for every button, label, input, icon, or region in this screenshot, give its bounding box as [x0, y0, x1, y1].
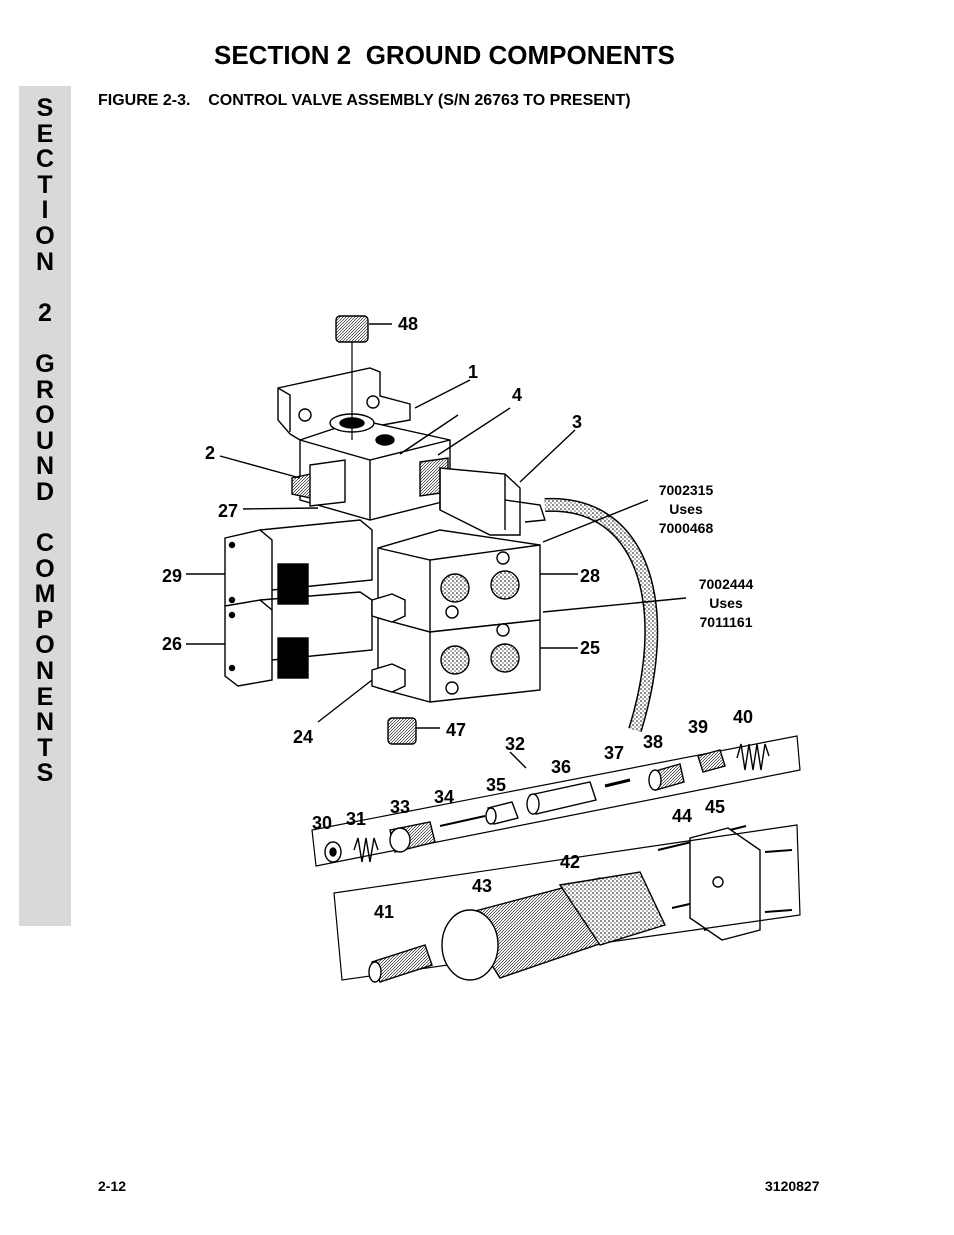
section-title: SECTION 2 GROUND COMPONENTS: [214, 40, 675, 70]
callout-26: 26: [162, 634, 182, 654]
callout-4: 4: [512, 385, 522, 405]
callout-29: 29: [162, 566, 182, 586]
side-tab-letter: N: [35, 452, 55, 481]
callout-34: 34: [434, 787, 454, 807]
side-tab-letter: C: [35, 145, 55, 174]
callout-3: 3: [572, 412, 582, 432]
callout-28: 28: [580, 566, 600, 586]
callout-37: 37: [604, 743, 624, 763]
note2-line3: 7011161: [700, 614, 753, 630]
callout-36: 36: [551, 757, 571, 777]
callout-2: 2: [205, 443, 215, 463]
side-tab-letter: T: [37, 733, 53, 762]
side-tab-letter: N: [35, 708, 55, 737]
side-tab-letter: 2: [38, 298, 52, 327]
figure-caption: FIGURE 2-3. CONTROL VALVE ASSEMBLY (S/N …: [98, 92, 631, 109]
note1-line3: 7000468: [659, 520, 714, 536]
callout-43: 43: [472, 876, 492, 896]
callout-38: 38: [643, 732, 663, 752]
callout-30: 30: [312, 813, 332, 833]
callout-31: 31: [346, 809, 366, 829]
side-tab-letter: S: [36, 94, 54, 122]
side-tab-letter: R: [35, 375, 55, 404]
side-tab-letter: T: [37, 170, 53, 199]
document-number: 3120827: [765, 1178, 820, 1194]
callout-40: 40: [733, 707, 753, 727]
side-tab-letter: N: [35, 657, 55, 686]
side-tab-letter: G: [35, 349, 55, 378]
callout-27: 27: [218, 501, 238, 521]
side-tab-letter: P: [36, 605, 54, 634]
note1-line2: Uses: [669, 501, 703, 517]
side-tab-letter: O: [35, 221, 55, 250]
note2-line2: Uses: [709, 595, 743, 611]
note1-line1: 7002315: [659, 482, 714, 498]
callout-47: 47: [446, 720, 466, 740]
callout-45: 45: [705, 797, 725, 817]
side-tab-letter: E: [36, 682, 54, 711]
callout-24: 24: [293, 727, 313, 747]
exploded-parts-drawing: [311, 735, 801, 983]
part-number-notes: 7002315 Uses 7000468 7002444 Uses 701116…: [659, 482, 754, 630]
callout-42: 42: [560, 852, 580, 872]
note2-line1: 7002444: [699, 576, 754, 592]
side-tab-letter: U: [35, 426, 55, 455]
callout-39: 39: [688, 717, 708, 737]
callout-48: 48: [398, 314, 418, 334]
side-tab-letter: E: [36, 119, 54, 148]
valve-assembly-drawing: [186, 315, 687, 745]
side-tab-letter: D: [35, 477, 55, 506]
callout-35: 35: [486, 775, 506, 795]
side-tab-letter: S: [36, 759, 54, 788]
callout-33: 33: [390, 797, 410, 817]
side-tab-letter: I: [41, 196, 49, 225]
side-tab-letter: N: [35, 247, 55, 276]
callout-labels: 48 1 4 3 2 27 29 28 26 25 24 47 32 39 40…: [162, 314, 753, 922]
callout-1: 1: [468, 362, 478, 382]
side-tab-letter: O: [35, 554, 55, 583]
side-tab-letter: M: [34, 580, 56, 609]
callout-41: 41: [374, 902, 394, 922]
callout-25: 25: [580, 638, 600, 658]
side-tab-letter: O: [35, 401, 55, 430]
callout-44: 44: [672, 806, 692, 826]
side-tab-letter: C: [35, 529, 55, 558]
callout-32: 32: [505, 734, 525, 754]
side-tab-letter: O: [35, 631, 55, 660]
page-number: 2-12: [98, 1178, 127, 1194]
